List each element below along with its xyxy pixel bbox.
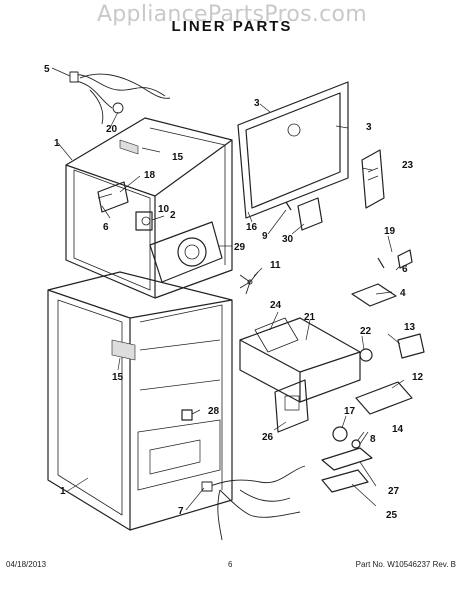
cover-27 [321, 447, 373, 471]
callout-9: 9 [262, 231, 268, 242]
wire-harness-top [69, 71, 171, 125]
control-housing [239, 317, 361, 403]
callout-7: 7 [178, 506, 184, 517]
callout-6-left: 6 [103, 222, 109, 233]
fan-housing [149, 221, 223, 283]
footer-part-number: Part No. W10546237 Rev. B [355, 560, 456, 569]
light-bulb [332, 426, 348, 442]
air-vent [361, 149, 385, 209]
page-title: LINER PARTS [171, 18, 293, 35]
cap [181, 409, 193, 421]
callout-6-right: 6 [402, 264, 408, 275]
upper-liner [65, 117, 233, 299]
callout-23: 23 [402, 160, 414, 171]
callout-15-upper: 15 [172, 152, 184, 163]
bracket [351, 283, 397, 307]
light-housing [355, 381, 413, 415]
knob [297, 197, 323, 231]
callout-1-lower: 1 [60, 486, 66, 497]
callout-2: 2 [170, 210, 176, 221]
bulb-grommet [351, 439, 361, 449]
lower-liner [47, 271, 233, 531]
callout-15-lower: 15 [112, 372, 124, 383]
callout-28: 28 [208, 406, 220, 417]
cover-25 [321, 469, 369, 493]
socket [397, 249, 413, 269]
callout-5: 5 [44, 64, 50, 75]
liner-frame [237, 81, 349, 219]
callout-14: 14 [392, 424, 404, 435]
callout-26: 26 [262, 432, 274, 443]
callout-labels: 1 1 2 3 3 4 5 6 6 7 8 9 10 11 12 13 14 1… [44, 64, 424, 521]
callout-19: 19 [384, 226, 396, 237]
callout-21: 21 [304, 312, 316, 323]
callout-30: 30 [282, 234, 294, 245]
screw-19 [377, 257, 385, 269]
callout-3-left: 3 [254, 98, 260, 109]
fan-blade [239, 271, 259, 295]
watermark: AppliancePartsPros.com [96, 2, 368, 27]
callout-22: 22 [360, 326, 372, 337]
callout-24: 24 [270, 300, 282, 311]
control-panel [274, 379, 309, 433]
callout-8: 8 [370, 434, 376, 445]
callout-11: 11 [270, 260, 281, 271]
wire-harness-bottom [201, 465, 306, 541]
lamp-cover [397, 333, 425, 359]
callout-17: 17 [344, 406, 356, 417]
relay [97, 181, 129, 213]
footer-page-number: 6 [228, 560, 233, 569]
footer-date: 04/18/2013 [6, 560, 47, 569]
callout-1-upper: 1 [54, 138, 60, 149]
callout-27: 27 [388, 486, 400, 497]
callout-16: 16 [246, 222, 258, 233]
thermostat [135, 211, 153, 231]
callout-25: 25 [386, 510, 398, 521]
callout-10: 10 [158, 204, 170, 215]
callout-4: 4 [400, 288, 406, 299]
leader-lines [51, 67, 405, 511]
callout-3-right: 3 [366, 122, 372, 133]
callout-12: 12 [412, 372, 424, 383]
callout-13: 13 [404, 322, 416, 333]
callout-20: 20 [106, 124, 118, 135]
lamp-socket [359, 348, 373, 362]
screw [285, 201, 292, 211]
callout-18: 18 [144, 170, 156, 181]
callout-29: 29 [234, 242, 246, 253]
